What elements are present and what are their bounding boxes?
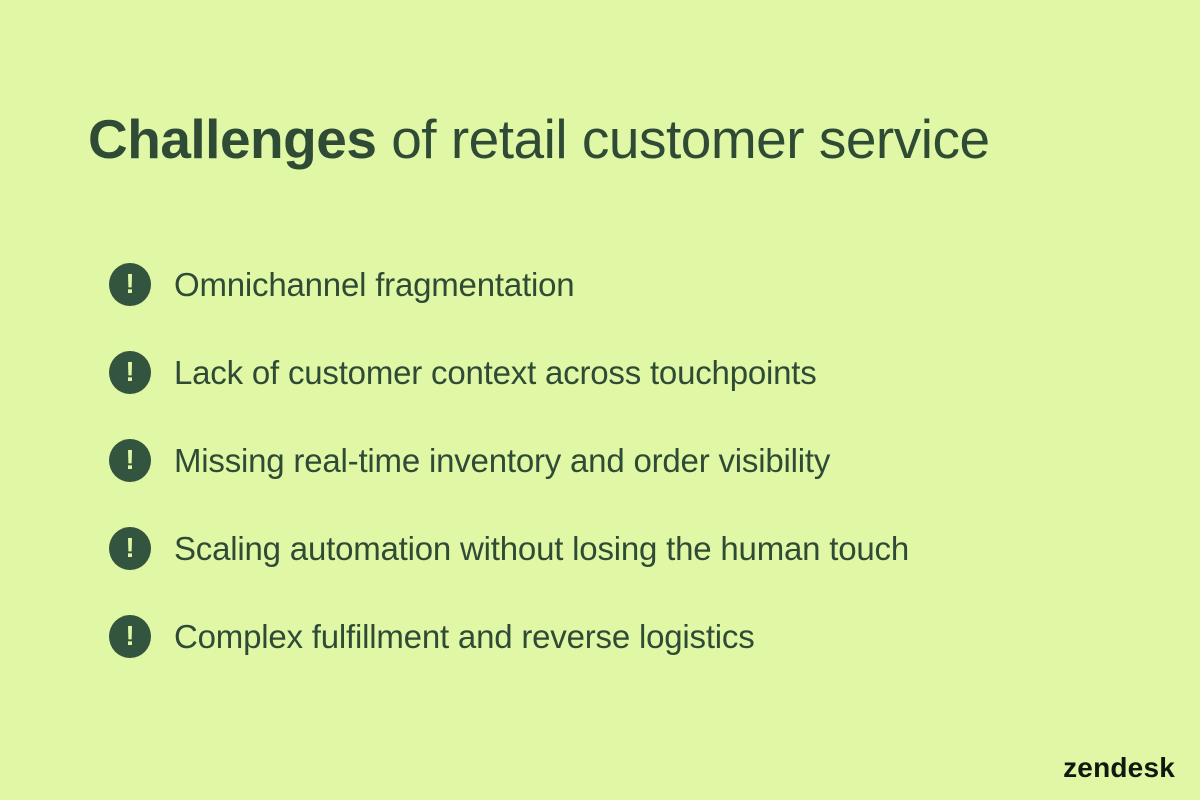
challenge-label: Scaling automation without losing the hu…	[174, 529, 910, 567]
page-title: Challenges of retail customer service	[88, 108, 1112, 171]
list-item: ! Omnichannel fragmentation	[109, 263, 1112, 307]
list-item: ! Scaling automation without losing the …	[109, 527, 1112, 571]
exclamation-icon: !	[109, 439, 151, 483]
footer: zendesk	[1063, 752, 1175, 784]
exclamation-icon: !	[109, 527, 151, 571]
zendesk-logo: zendesk	[1063, 752, 1175, 783]
challenge-label: Missing real-time inventory and order vi…	[174, 441, 831, 479]
challenge-label: Omnichannel fragmentation	[174, 265, 575, 303]
challenge-list: ! Omnichannel fragmentation ! Lack of cu…	[109, 263, 1112, 659]
list-item: ! Missing real-time inventory and order …	[109, 439, 1112, 483]
exclamation-icon: !	[109, 263, 151, 307]
page-title-emphasis: Challenges	[88, 108, 377, 170]
page-title-rest: of retail customer service	[376, 108, 990, 170]
list-item: ! Complex fulfillment and reverse logist…	[109, 615, 1112, 659]
exclamation-icon: !	[109, 615, 151, 659]
challenge-label: Complex fulfillment and reverse logistic…	[174, 617, 755, 655]
challenge-label: Lack of customer context across touchpoi…	[174, 353, 817, 391]
list-item: ! Lack of customer context across touchp…	[109, 351, 1112, 395]
exclamation-icon: !	[109, 351, 151, 395]
